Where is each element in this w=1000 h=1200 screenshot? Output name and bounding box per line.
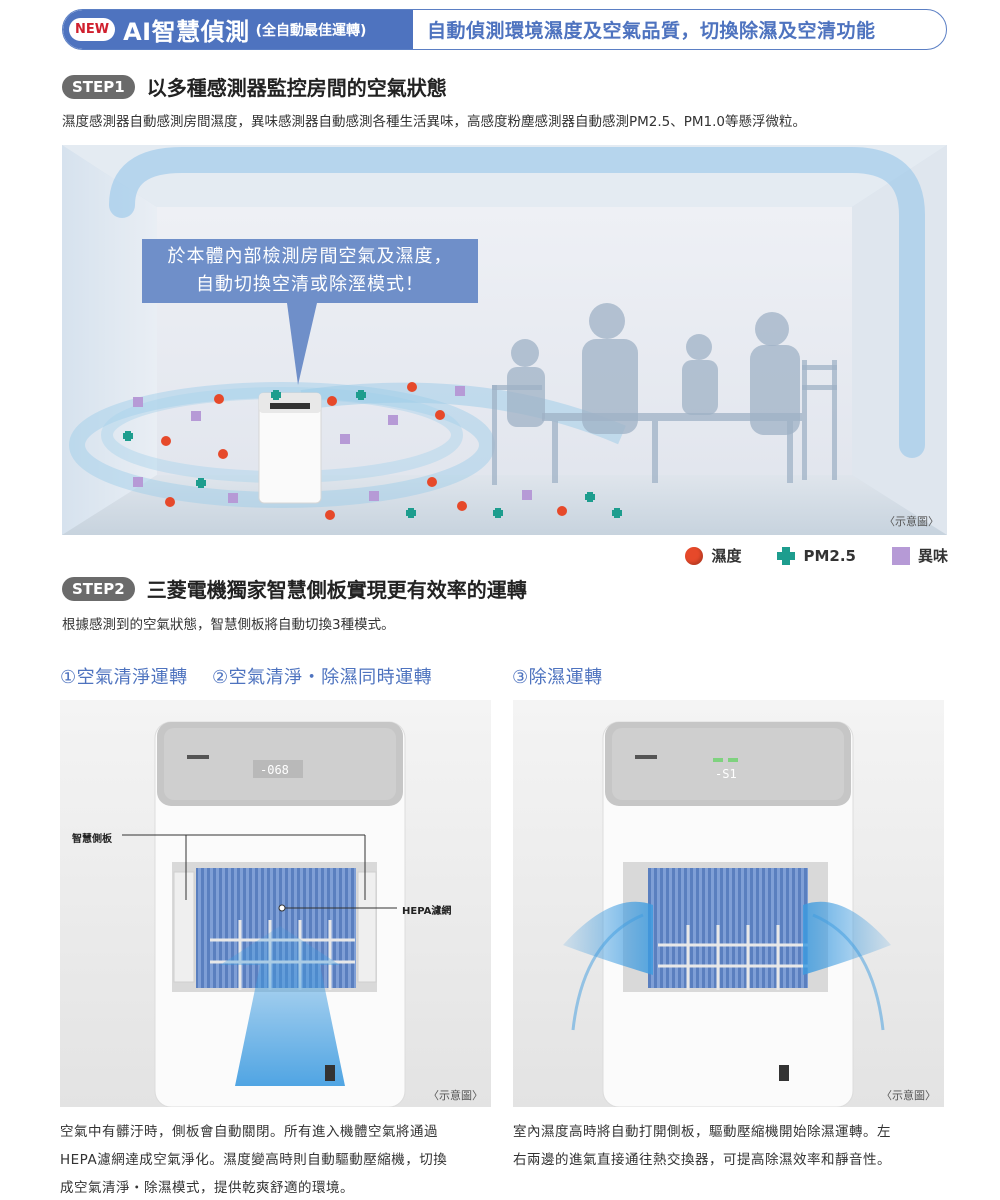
step1-heading: STEP1 以多種感測器監控房間的空氣狀態: [62, 72, 447, 101]
new-badge: NEW: [69, 18, 116, 41]
odor-square-icon: [891, 546, 910, 565]
mode1-2-line2: HEPA濾網達成空氣淨化。濕度變高時則自動驅動壓縮機，切換: [60, 1152, 448, 1168]
legend-pm25-label: PM2.5: [803, 546, 856, 565]
room-illustration: 於本體內部檢測房間空氣及濕度， 自動切換空清或除溼模式！ 〈示意圖〉: [62, 145, 947, 535]
sensor-callout: 於本體內部檢測房間空氣及濕度， 自動切換空清或除溼模式！: [142, 239, 478, 303]
hepa-filter-label: HEPA濾網: [402, 906, 452, 917]
unit-closed-illustration: -068: [60, 700, 491, 1107]
pm25-particles: [123, 390, 622, 518]
mode1-label: ①空氣清淨運轉: [60, 667, 188, 688]
room-caption: 〈示意圖〉: [884, 515, 939, 528]
step2-heading: STEP2 三菱電機獨家智慧側板實現更有效率的運轉: [62, 574, 527, 603]
step1-title: 以多種感測器監控房間的空氣狀態: [146, 76, 447, 100]
family-silhouette: [492, 303, 837, 485]
banner-subtitle: (全自動最佳運轉): [255, 22, 367, 39]
legend-odor: 異味: [891, 545, 948, 566]
legend-humidity-label: 濕度: [711, 547, 742, 565]
callout-line2: 自動切換空清或除溼模式！: [196, 274, 424, 295]
unit-open-illustration: -S1: [513, 700, 944, 1107]
step1-description: 濕度感測器自動感測房間濕度，異味感測器自動感測各種生活異味，高感度粉塵感測器自動…: [62, 114, 807, 130]
mode3-description: 室內濕度高時將自動打開側板，驅動壓縮機開始除濕運轉。左 右兩邊的進氣直接通往熱交…: [513, 1118, 953, 1174]
room-scene: [62, 145, 947, 535]
mode3-line2: 右兩邊的進氣直接通往熱交換器，可提高除濕效率和靜音性。: [513, 1152, 891, 1168]
banner-title: AI智慧偵測: [123, 18, 250, 46]
banner-title-block: NEW AI智慧偵測 (全自動最佳運轉): [63, 10, 413, 49]
display-left-readout: -068: [260, 763, 289, 777]
dehumidifier-unit: [258, 392, 322, 504]
callout-line1: 於本體內部檢測房間空氣及濕度，: [167, 246, 453, 267]
photo-panel-closed: -068 智慧側板 HEPA濾網 〈示意圖〉: [60, 700, 491, 1107]
mode1-2-description: 空氣中有髒汙時，側板會自動關閉。所有進入機體空氣將通過 HEPA濾網達成空氣淨化…: [60, 1118, 500, 1200]
mode1-2-line3: 成空氣清淨・除濕模式，提供乾爽舒適的環境。: [60, 1180, 354, 1196]
humidity-dot-icon: [685, 546, 704, 565]
mode3-line1: 室內濕度高時將自動打開側板，驅動壓縮機開始除濕運轉。左: [513, 1124, 891, 1140]
pm25-cross-icon: [777, 546, 796, 565]
mode1-2-line1: 空氣中有髒汙時，側板會自動關閉。所有進入機體空氣將通過: [60, 1124, 438, 1140]
smart-panel-label: 智慧側板: [72, 834, 112, 845]
legend-odor-label: 異味: [917, 547, 948, 565]
particle-legend: 濕度 PM2.5 異味: [649, 545, 948, 566]
photo-left-caption: 〈示意圖〉: [428, 1089, 483, 1102]
humidity-particles: [161, 382, 567, 520]
step1-pill: STEP1: [62, 74, 135, 99]
legend-pm25: PM2.5: [777, 546, 856, 565]
step2-description: 根據感測到的空氣狀態，智慧側板將自動切換3種模式。: [62, 617, 395, 633]
step2-pill: STEP2: [62, 576, 135, 601]
odor-particles: [133, 386, 532, 503]
legend-humidity: 濕度: [685, 545, 741, 566]
display-right-readout: -S1: [715, 767, 737, 781]
feature-banner: NEW AI智慧偵測 (全自動最佳運轉) 自動偵測環境濕度及空氣品質，切換除濕及…: [62, 9, 947, 50]
photo-right-caption: 〈示意圖〉: [881, 1089, 936, 1102]
mode2-label: ②空氣清淨・除濕同時運轉: [212, 667, 433, 688]
photo-panel-open: -S1 〈示意圖〉: [513, 700, 944, 1107]
step2-title: 三菱電機獨家智慧側板實現更有效率的運轉: [146, 578, 527, 602]
banner-description: 自動偵測環境濕度及空氣品質，切換除濕及空清功能: [427, 20, 876, 42]
mode3-label: ③除濕運轉: [512, 667, 603, 688]
